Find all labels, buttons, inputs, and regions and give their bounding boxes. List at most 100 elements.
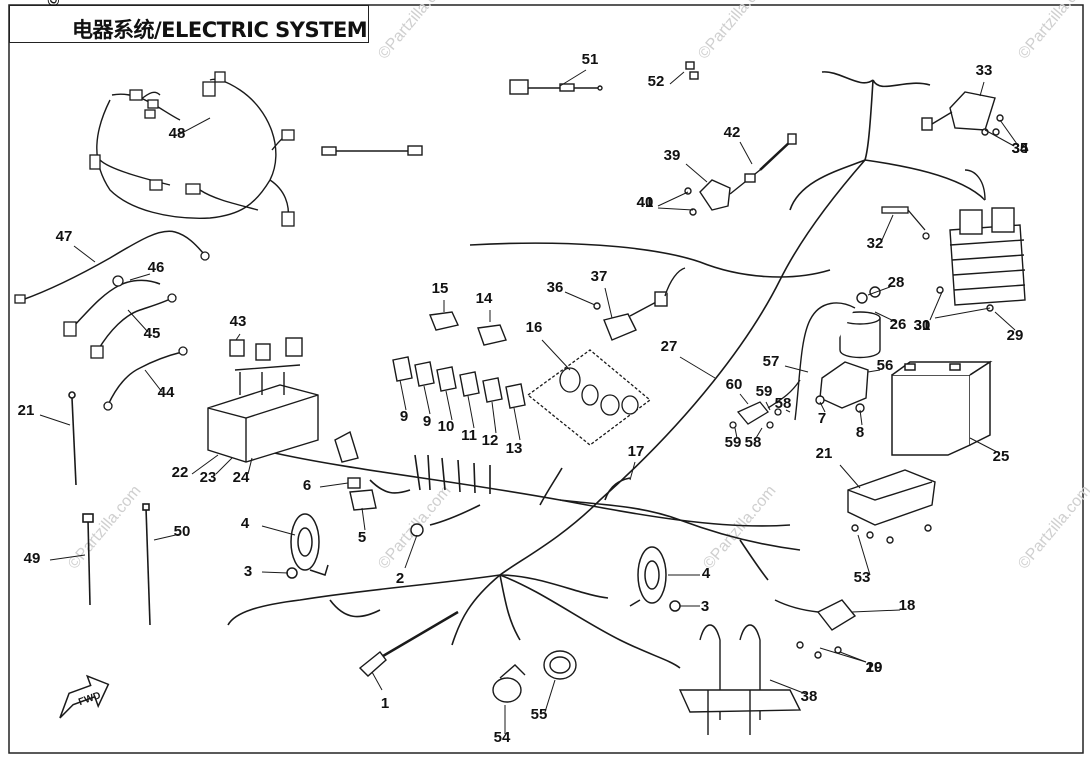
part-34 (881, 206, 930, 240)
leader-line (851, 609, 901, 613)
callout-number: 43 (230, 313, 247, 330)
leader-line (859, 409, 863, 426)
leader-line (669, 71, 685, 85)
leader-line (261, 525, 296, 536)
leader-line (734, 427, 738, 439)
leader-line (191, 454, 219, 475)
leader-line (541, 339, 571, 371)
callout-number: 7 (818, 410, 826, 427)
part-39-strap (678, 624, 802, 735)
part-28-battery (891, 360, 993, 456)
switches-10-15 (392, 356, 526, 409)
callout-number: 39 (664, 147, 681, 164)
page-title: 电器系统/ELECTRIC SYSTEM (72, 18, 368, 42)
watermark: ©Partzilla.com (1015, 0, 1090, 63)
cable-ties (68, 391, 151, 626)
leader-line (657, 191, 689, 207)
callout-number: 58 (775, 395, 792, 412)
part-51 (509, 61, 699, 95)
leader-line (867, 369, 881, 373)
callout-number: 37 (591, 268, 608, 285)
watermark: ©Partzilla.com (1015, 482, 1090, 572)
part-22-ecu (847, 469, 936, 544)
main-wiring-harness (227, 71, 986, 669)
callout-number: 54 (494, 729, 511, 746)
leader-line (839, 464, 861, 489)
leader-line (445, 390, 453, 421)
callout-number: 56 (877, 357, 894, 374)
parts-2-5-6 (334, 430, 424, 537)
callout-number: 23 (200, 469, 217, 486)
callout-number: 55 (531, 706, 548, 723)
connectors-48 (89, 71, 295, 227)
callout-number: 48 (169, 125, 186, 142)
part-29-relay (794, 286, 881, 421)
leader-line (999, 119, 1018, 145)
leader-line (755, 427, 763, 439)
callout-number: 21 (18, 402, 35, 419)
callout-number: 3 (244, 563, 252, 580)
leader-line (769, 679, 807, 695)
callout-number: 59 (756, 383, 773, 400)
callout-number: 14 (476, 290, 493, 307)
leader-line (513, 407, 521, 441)
callout-number: 4 (702, 565, 711, 582)
leader-line (765, 401, 771, 411)
cable-23 (321, 145, 423, 156)
leader-line (739, 393, 749, 405)
leader-line (371, 671, 383, 691)
leader-line (979, 81, 985, 97)
parts-1-54-55 (358, 610, 577, 703)
leader-line (491, 401, 497, 434)
leader-line (969, 437, 998, 453)
leader-line (467, 395, 475, 429)
leader-line (129, 273, 151, 281)
callout-number: 41 (637, 194, 654, 211)
leader-line (934, 307, 991, 319)
leader-line (423, 385, 431, 415)
leader-line (984, 129, 1015, 147)
leader-line (235, 333, 241, 341)
callout-number: 25 (993, 448, 1010, 465)
leader-line (994, 311, 1016, 331)
callout-number: 27 (661, 338, 678, 355)
callout-number: 9 (400, 408, 408, 425)
leader-line (657, 207, 694, 211)
callout-number: 8 (856, 424, 864, 441)
part-18-group (526, 349, 652, 446)
callout-number: 26 (890, 316, 907, 333)
leader-line (399, 379, 407, 411)
leader-line (564, 291, 596, 306)
leader-line (73, 245, 96, 263)
diagram-border (8, 4, 1084, 754)
leader-line (49, 554, 86, 561)
callout-number: 47 (56, 228, 73, 245)
callout-number: 40 (637, 194, 654, 211)
callout-number: 11 (461, 427, 477, 444)
callout-number: 49 (24, 550, 41, 567)
leader-line (784, 365, 809, 373)
callout-number: 28 (888, 274, 905, 291)
callout-number: 22 (172, 464, 189, 481)
callout-number: 46 (148, 259, 165, 276)
leader-line (679, 356, 716, 379)
callout-number: 3 (701, 598, 709, 615)
fuse-box (207, 337, 319, 463)
leader-line (874, 311, 897, 323)
part-35 (921, 91, 1004, 136)
leader-line (929, 291, 943, 321)
leader-line (839, 651, 867, 663)
part-20 (774, 599, 857, 659)
callout-number: 45 (144, 325, 161, 342)
callout-number: 53 (854, 569, 871, 586)
callout-number: 57 (763, 353, 780, 370)
callout-number: 24 (233, 469, 250, 486)
callout-number: 17 (628, 443, 645, 460)
callout-number: 5 (358, 529, 366, 546)
callout-number: 10 (438, 418, 455, 435)
leader-line (404, 534, 418, 569)
watermarks: ©Partzilla.com ©Partzilla.com ©Partzilla… (65, 0, 1090, 573)
callout-number: 12 (482, 432, 499, 449)
